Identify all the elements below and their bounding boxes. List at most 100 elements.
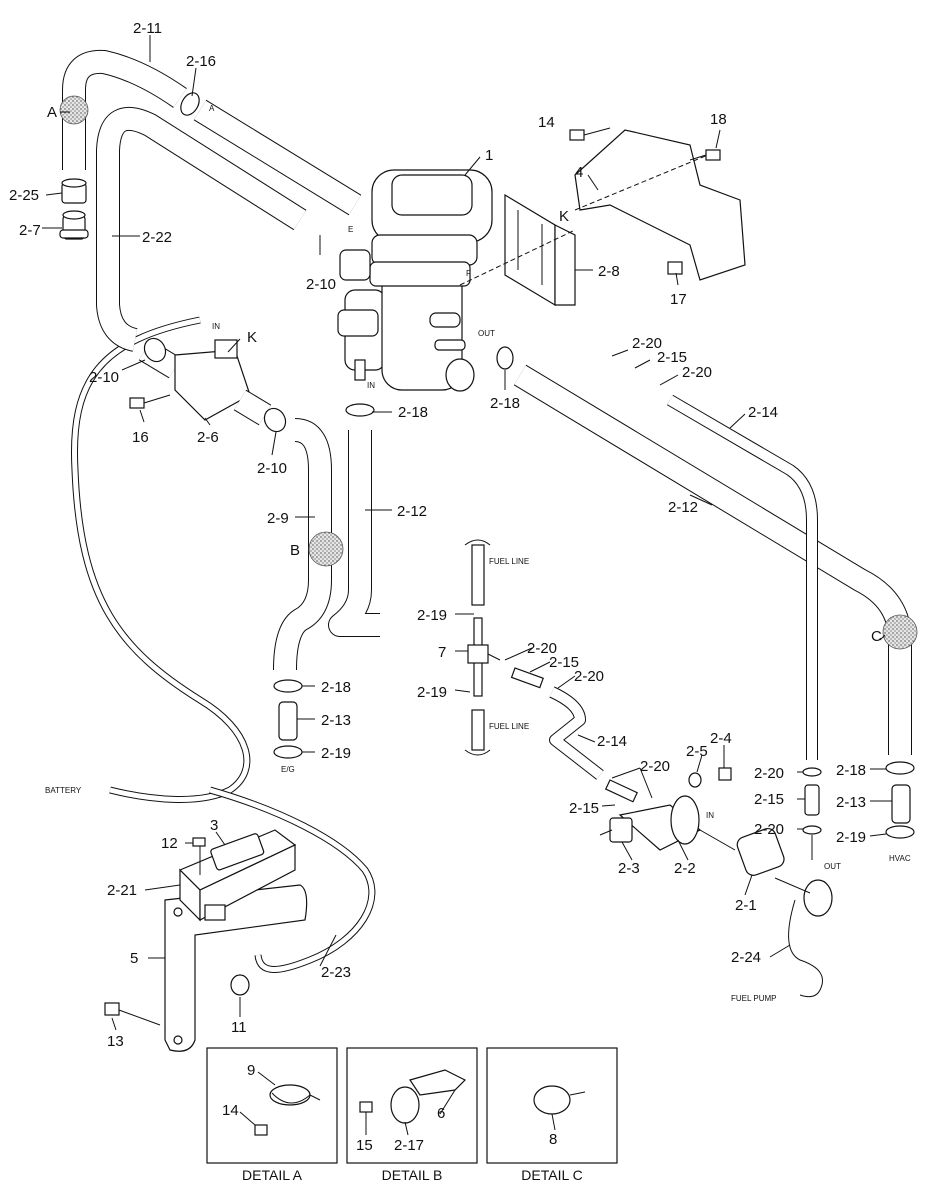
callout: 11	[231, 1019, 247, 1036]
callout: 16	[132, 429, 149, 446]
callout: FUEL LINE	[489, 722, 529, 731]
callout: 1	[485, 147, 493, 164]
callout: 2-13	[321, 712, 351, 729]
callout: 2-15	[657, 349, 687, 366]
callout: 2-20	[754, 821, 784, 838]
detail-marker-a	[59, 95, 89, 125]
heater-unit	[337, 169, 493, 392]
callout: 2-10	[306, 276, 336, 293]
valve-2-6	[138, 337, 287, 433]
callout: 2-5	[686, 743, 708, 760]
callout: 2-20	[682, 364, 712, 381]
callout: 2-22	[142, 229, 172, 246]
callout: 2-12	[397, 503, 427, 520]
mounting-bracket-2-8	[504, 193, 576, 307]
clamp-2-19-lower	[273, 745, 303, 759]
bolt-16	[129, 394, 171, 409]
callout: HVAC	[889, 854, 911, 863]
callout: 6	[437, 1105, 445, 1122]
callout: 12	[161, 835, 178, 852]
detail-c-caption: DETAIL C	[521, 1167, 582, 1183]
callout: B	[290, 542, 300, 559]
bolt-12	[192, 837, 206, 875]
detail-captions: DETAIL A DETAIL B DETAIL C	[242, 1167, 583, 1183]
controller-3	[178, 829, 297, 922]
hose-2-14-right	[666, 394, 818, 760]
callout: A	[209, 104, 215, 113]
detail-box-a	[206, 1047, 338, 1164]
callout: 2-14	[597, 733, 627, 750]
clamp-2-18-lower	[273, 679, 303, 693]
bolt-14-top	[569, 127, 611, 141]
tee-fitting-7	[467, 617, 501, 697]
washer-2-5	[688, 772, 702, 788]
callout: 2-15	[549, 654, 579, 671]
callout: 14	[222, 1102, 239, 1119]
callout: 2-19	[321, 745, 351, 762]
callout: FUEL PUMP	[731, 994, 777, 1003]
callout: 2-15	[569, 800, 599, 817]
callout: 2-1	[735, 897, 757, 914]
callout: BATTERY	[45, 786, 82, 795]
duct-2-12-long	[513, 364, 912, 755]
callout: 8	[549, 1131, 557, 1148]
callout: 3	[210, 817, 218, 834]
support-bracket-4	[459, 129, 746, 286]
callout: IN	[212, 322, 220, 331]
clamp-2-18-mid	[345, 403, 375, 417]
callout: 15	[356, 1137, 373, 1154]
callout: FUEL LINE	[489, 557, 529, 566]
bolt-18	[689, 149, 721, 161]
fuel-pump-2-1	[618, 795, 833, 917]
callout: IN	[706, 811, 714, 820]
callout: 2-18	[321, 679, 351, 696]
callout: F	[466, 269, 471, 278]
callout: 2-3	[618, 860, 640, 877]
grommet-11	[230, 974, 250, 996]
callout: 2-10	[89, 369, 119, 386]
pump-cable-2-24	[788, 899, 823, 998]
duct-2-22	[96, 106, 307, 352]
bolt-13	[104, 1002, 161, 1026]
callout: 2-23	[321, 964, 351, 981]
callout: 7	[438, 644, 446, 661]
callout: 18	[710, 111, 727, 128]
callout: OUT	[824, 862, 841, 871]
callout: 2-18	[490, 395, 520, 412]
callout: 2-19	[417, 607, 447, 624]
clamp-2-18-top	[496, 346, 514, 370]
callout: 2-19	[836, 829, 866, 846]
hvac-parts	[802, 761, 915, 860]
callout: 2-9	[267, 510, 289, 527]
callout: E/G	[281, 765, 295, 774]
tube-2-13-lower	[278, 701, 298, 741]
callout: 2-11	[133, 20, 162, 37]
detail-box-c	[486, 1047, 618, 1164]
callout: 2-6	[197, 429, 219, 446]
duct-2-9	[273, 418, 332, 671]
leader-lines	[42, 35, 892, 1136]
callout: C	[871, 628, 882, 645]
callout: 5	[130, 950, 138, 967]
callout: 2-17	[394, 1137, 424, 1154]
callout: K	[247, 329, 257, 346]
callout: 13	[107, 1033, 124, 1050]
callout: 2-20	[527, 640, 557, 657]
callout: 2-2	[674, 860, 696, 877]
callout: 2-21	[107, 882, 137, 899]
callout: 2-8	[598, 263, 620, 280]
duct-2-12-short	[328, 430, 380, 637]
callout-labels: 2-11 2-16 A A 2-25 2-7 2-22 1 E F 2-10 1…	[9, 20, 911, 1154]
callout: E	[348, 225, 353, 234]
detail-marker-b	[308, 531, 344, 567]
duct-2-11	[62, 49, 362, 216]
nut-2-4	[718, 767, 732, 781]
detail-a-caption: DETAIL A	[242, 1167, 303, 1183]
callout: 14	[538, 114, 555, 131]
nut-17	[667, 261, 683, 275]
callout: IN	[367, 381, 375, 390]
callout: 2-12	[668, 499, 698, 516]
callout: 2-19	[417, 684, 447, 701]
